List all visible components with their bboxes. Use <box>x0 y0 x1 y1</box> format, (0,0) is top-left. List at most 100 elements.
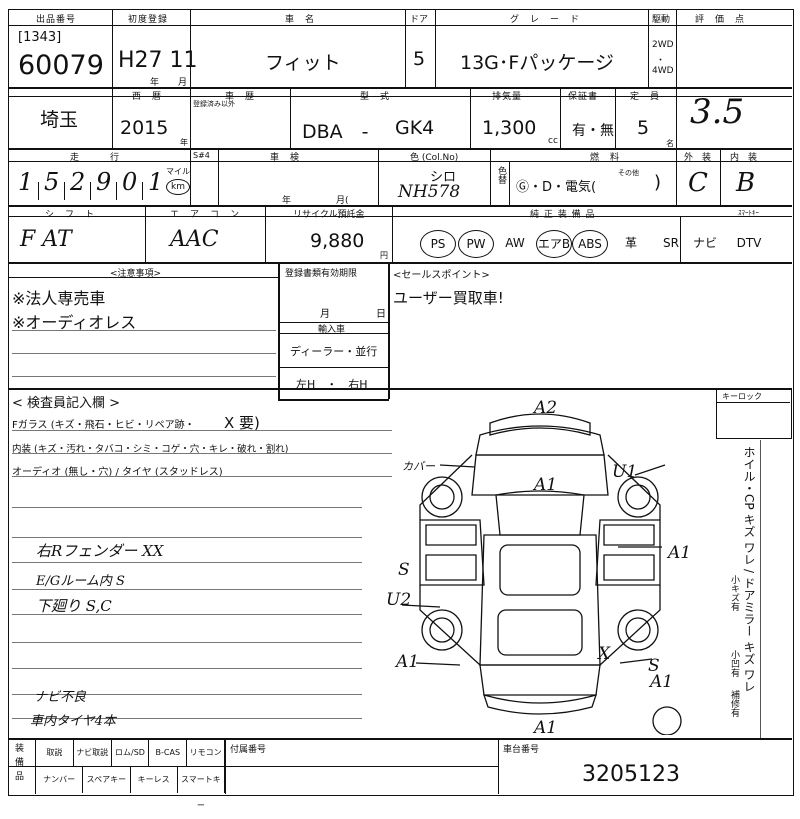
warranty: 有・無 <box>572 123 614 139</box>
equipment-item: ABS <box>572 230 608 258</box>
footer-item: ナンバー <box>36 767 84 793</box>
lot-label: 出品番号 <box>36 15 77 25</box>
side-small-1: 小キズ有 <box>729 575 739 611</box>
key-lock-box <box>716 389 792 439</box>
footer-items-bottom: ナンバースペアキーキーレススマートキー <box>36 767 225 810</box>
model-year: 2015 <box>120 117 169 139</box>
capacity-suffix: 名 <box>666 139 674 148</box>
handwritten-note-1: 右Rフェンダー XX <box>36 542 164 560</box>
ac: AAC <box>170 227 219 252</box>
sales: ユーザー買取車! <box>393 289 504 307</box>
regdoc-label: 登録書類有効期限 <box>285 269 358 279</box>
mileage-digit: 9 <box>96 168 112 196</box>
drive-4wd: 4WD <box>652 66 674 76</box>
interior-label: 内 装 <box>730 153 758 163</box>
color-label: 色 (Col.No) <box>410 153 459 163</box>
type-prefix: DBA - <box>302 121 369 143</box>
equipment-item: PW <box>458 230 494 258</box>
handwritten-note-3: 下廻り S,C <box>36 597 112 615</box>
unit-mile: マイル <box>166 167 190 176</box>
footer-item: リモコン <box>187 740 225 766</box>
fuel-other: その他 <box>618 169 639 177</box>
fuel-close: ) <box>654 172 662 193</box>
damage-mark: A1 <box>396 652 420 672</box>
year-mark: 年 <box>150 78 160 88</box>
drive-2wd: 2WD <box>652 40 674 50</box>
first-reg: H27 11 <box>118 48 198 73</box>
recycle-label: リサイクル預託金 <box>293 210 365 220</box>
equipment-item: ナビ <box>692 236 717 250</box>
damage-mark: A2 <box>534 398 558 418</box>
caution-line-2: ※オーディオレス <box>12 313 137 332</box>
footer-item: ナビ取説 <box>74 740 112 766</box>
side-small-3: 補修有 <box>729 690 739 717</box>
name-label: 車 名 <box>285 15 316 25</box>
history-label: 車 歴 <box>225 92 256 102</box>
equipment-item: PS <box>420 230 456 258</box>
color-mark: 色替 <box>496 166 506 184</box>
smart-key-label: ｽﾏｰﾄｷｰ <box>738 209 759 217</box>
model-year-label: 西 暦 <box>132 92 163 102</box>
glass-note: Fガラス (キズ・飛石・ヒビ・リペア跡・ <box>12 420 195 431</box>
shift: F AT <box>20 227 72 252</box>
s-label: S#4 <box>193 151 210 160</box>
history-sub: 登録済み以外 <box>193 100 235 108</box>
damage-mark: A1 <box>534 475 558 495</box>
damage-mark: S <box>648 656 660 676</box>
drive-label: 駆動 <box>652 15 671 25</box>
exterior-label: 外 装 <box>684 153 712 163</box>
type-code: GK4 <box>395 117 435 139</box>
doors: 5 <box>413 48 426 70</box>
type-label: 型 式 <box>360 92 391 102</box>
footer-item: キーレス <box>131 767 178 793</box>
car-damage-diagram <box>401 413 682 735</box>
cc: cc <box>548 136 558 146</box>
damage-mark: A1 <box>668 543 692 563</box>
first-reg-label: 初度登録 <box>128 15 169 25</box>
damage-mark: U2 <box>386 590 412 610</box>
handwritten-note-4: ナビ不良 <box>34 690 87 705</box>
caution-line-1: ※法人専売車 <box>12 289 106 308</box>
exterior: C <box>688 168 708 198</box>
mileage-digit: 5 <box>44 168 60 196</box>
month-mark: 月 <box>178 78 188 88</box>
inspector-title: < 検査員記入欄 > <box>12 396 121 411</box>
inspection-year: 年 <box>282 196 292 206</box>
warranty-label: 保証書 <box>568 92 599 102</box>
damage-mark: X <box>598 644 611 664</box>
damage-mark: U1 <box>612 462 638 482</box>
fuel-options: Ⓖ・D・電気( <box>516 180 597 195</box>
regdoc-day: 日 <box>376 309 386 320</box>
yen: 円 <box>380 251 388 260</box>
handle: 左H ・ 右H <box>296 378 368 391</box>
import-label: 輸入車 <box>318 325 346 335</box>
interior-note: 内装 (キズ・汚れ・タバコ・シミ・コゲ・穴・キレ・破れ・割れ) <box>12 444 289 455</box>
regdoc-month: 月 <box>320 309 330 320</box>
footer-item: スマートキー <box>178 767 225 810</box>
equipment-item: SR <box>663 236 679 250</box>
color-code: NH578 <box>398 182 461 202</box>
mileage-digit: 1 <box>148 168 164 196</box>
side-note: ホイル・CP キズ ワレ / ドアミラー キズ ワレ <box>742 446 756 693</box>
footer-item: スペアキー <box>83 767 131 793</box>
import-value: ディーラー・並行 <box>290 345 378 358</box>
lot-number: 60079 <box>18 50 104 81</box>
caution-label: <注意事項> <box>110 269 162 279</box>
equipment-item: AW <box>505 236 525 250</box>
fuel-label: 燃 料 <box>590 153 621 163</box>
displacement: 1,300 <box>482 117 537 139</box>
chassis-label: 車台番号 <box>503 745 540 755</box>
damage-mark: A1 <box>650 672 674 692</box>
damage-mark: S <box>398 560 410 580</box>
capacity-label: 定 員 <box>630 92 661 102</box>
drive-sep: ・ <box>656 56 666 66</box>
equipment-item: DTV <box>736 236 762 250</box>
cover-label: カバー <box>402 460 435 473</box>
mileage-digit: 1 <box>18 168 34 196</box>
mileage-digit: 0 <box>122 168 138 196</box>
ac-label: エ ア コ ン <box>170 210 241 220</box>
inspection-label: 車 検 <box>270 153 301 163</box>
side-small-2: 小凹有 <box>729 650 739 677</box>
accessory-label: 付属番号 <box>230 745 267 755</box>
